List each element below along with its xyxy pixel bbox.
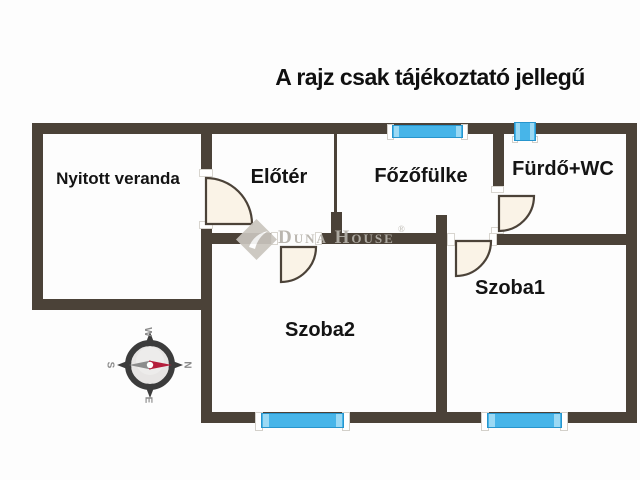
compass-letter-n: N bbox=[182, 361, 193, 368]
watermark-leaf-icon bbox=[249, 231, 268, 249]
door-jamb bbox=[447, 233, 455, 246]
watermark-duna-house: Duna House ® bbox=[235, 218, 420, 262]
window-glass bbox=[261, 413, 344, 428]
window-lite bbox=[394, 126, 399, 137]
wall-bottom bbox=[201, 412, 637, 423]
door-jamb bbox=[199, 221, 213, 229]
window-glass bbox=[392, 125, 463, 138]
wall-veranda-bottom bbox=[32, 299, 212, 310]
watermark-brand-text: Duna House bbox=[278, 227, 395, 248]
window-lite bbox=[263, 414, 269, 427]
wall-thin-partition bbox=[334, 134, 337, 213]
room-label-furdo-wc: Fürdő+WC bbox=[512, 158, 614, 180]
door-arc-furdo bbox=[497, 194, 536, 233]
wall-bathroom-bottom bbox=[497, 234, 637, 245]
window-lite bbox=[336, 414, 342, 427]
door-jamb bbox=[491, 186, 504, 193]
wall-bathroom-left bbox=[493, 134, 504, 188]
door-jamb bbox=[315, 232, 322, 245]
watermark-registered-mark: ® bbox=[398, 224, 405, 234]
window-glass bbox=[487, 413, 562, 428]
window-lite bbox=[456, 126, 461, 137]
door-jamb bbox=[489, 233, 497, 246]
compass-letter-s: S bbox=[105, 362, 116, 369]
window-lite bbox=[489, 414, 495, 427]
window-szoba1 bbox=[481, 412, 568, 432]
window-lite bbox=[530, 123, 534, 140]
wall-left bbox=[32, 123, 43, 310]
door-jamb bbox=[491, 227, 504, 234]
window-furdo bbox=[512, 122, 538, 143]
wall-room-divider bbox=[436, 215, 447, 423]
compass-rose: W N E S bbox=[105, 327, 193, 404]
room-label-veranda: Nyitott veranda bbox=[56, 169, 180, 188]
compass-letter-e: E bbox=[143, 397, 154, 404]
compass-letter-w: W bbox=[142, 327, 153, 337]
compass-needle-north bbox=[149, 360, 172, 370]
room-label-eloter: Előtér bbox=[250, 166, 308, 188]
compass-center-dot bbox=[146, 361, 154, 369]
window-szoba2 bbox=[255, 412, 350, 432]
compass-needle-south bbox=[129, 360, 151, 370]
door-jamb bbox=[199, 169, 213, 177]
room-label-fozofulke: Főzőfülke bbox=[374, 165, 468, 187]
wall-kitchen-stub bbox=[331, 212, 342, 234]
door-arc-szoba1 bbox=[454, 239, 493, 278]
wall-top bbox=[32, 123, 637, 134]
wall-right bbox=[626, 123, 637, 423]
room-label-szoba1: Szoba1 bbox=[474, 277, 546, 299]
window-lite bbox=[554, 414, 560, 427]
window-lite bbox=[516, 123, 520, 140]
room-label-szoba2: Szoba2 bbox=[284, 319, 356, 341]
wall-mid-right bbox=[317, 233, 447, 244]
disclaimer-title: A rajz csak tájékoztató jellegű bbox=[275, 64, 585, 90]
wall-veranda-right-upper bbox=[201, 123, 212, 170]
window-fozofulke bbox=[387, 124, 468, 141]
wall-veranda-right-lower bbox=[201, 229, 212, 423]
